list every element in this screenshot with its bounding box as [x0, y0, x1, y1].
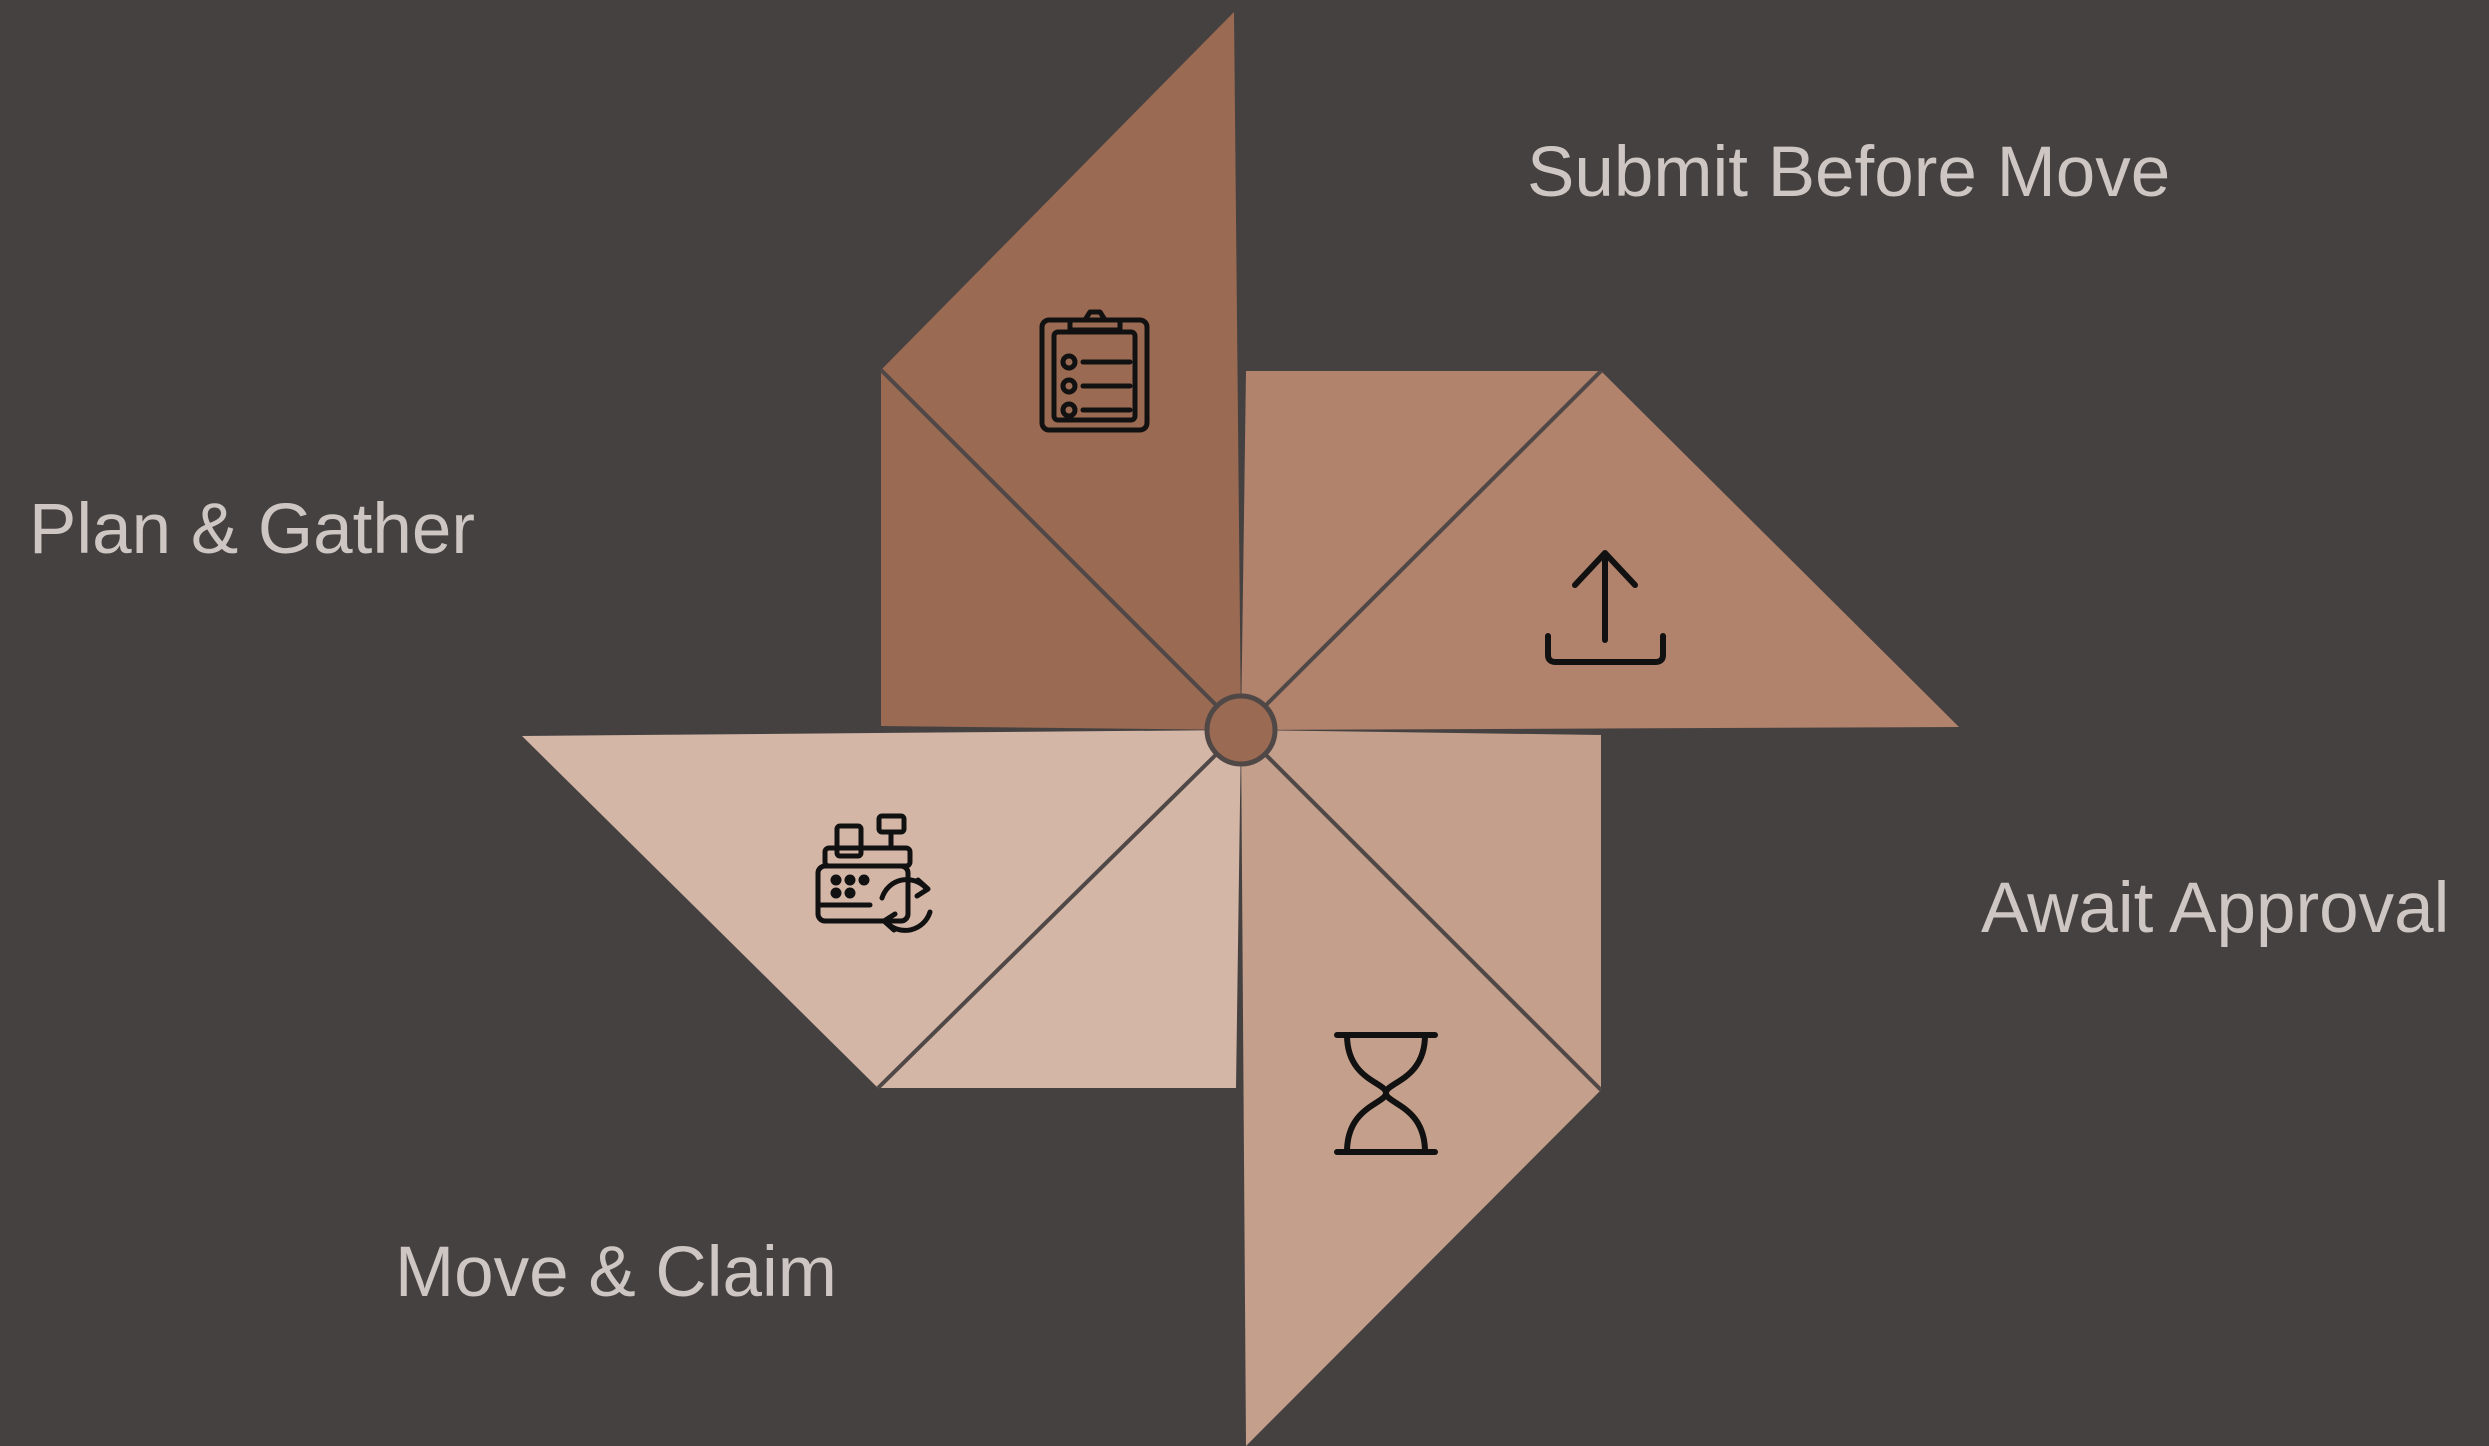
blade-await-approval — [1239, 728, 1603, 1446]
blade-submit-fold-line — [1239, 369, 1603, 732]
pinwheel-center-hub — [1204, 693, 1278, 767]
blade-submit-before-move — [1239, 369, 1959, 732]
blade-plan-gather-fold-line — [879, 368, 1243, 732]
cash-register-refund-icon — [815, 813, 933, 933]
blade-await-outer-triangle — [1241, 730, 1601, 1446]
blade-move-claim — [522, 728, 1243, 1090]
blade-await-fold-line — [1239, 728, 1603, 1092]
blade-plan-gather — [879, 12, 1243, 732]
hourglass-icon — [1334, 1032, 1438, 1155]
step-label-plan-gather: Plan & Gather — [29, 490, 475, 569]
step-label-move-claim: Move & Claim — [395, 1233, 837, 1312]
blade-plan-gather-outer-triangle — [881, 12, 1241, 730]
step-label-submit-before-move: Submit Before Move — [1527, 133, 2171, 212]
blade-move-claim-fold-line — [876, 728, 1243, 1090]
clipboard-checklist-icon — [1039, 309, 1150, 433]
blade-move-claim-outer-triangle — [522, 730, 1241, 1088]
step-label-await-approval: Await Approval — [1981, 869, 2450, 948]
upload-icon — [1545, 550, 1666, 665]
blade-submit-outer-triangle — [1241, 371, 1959, 730]
